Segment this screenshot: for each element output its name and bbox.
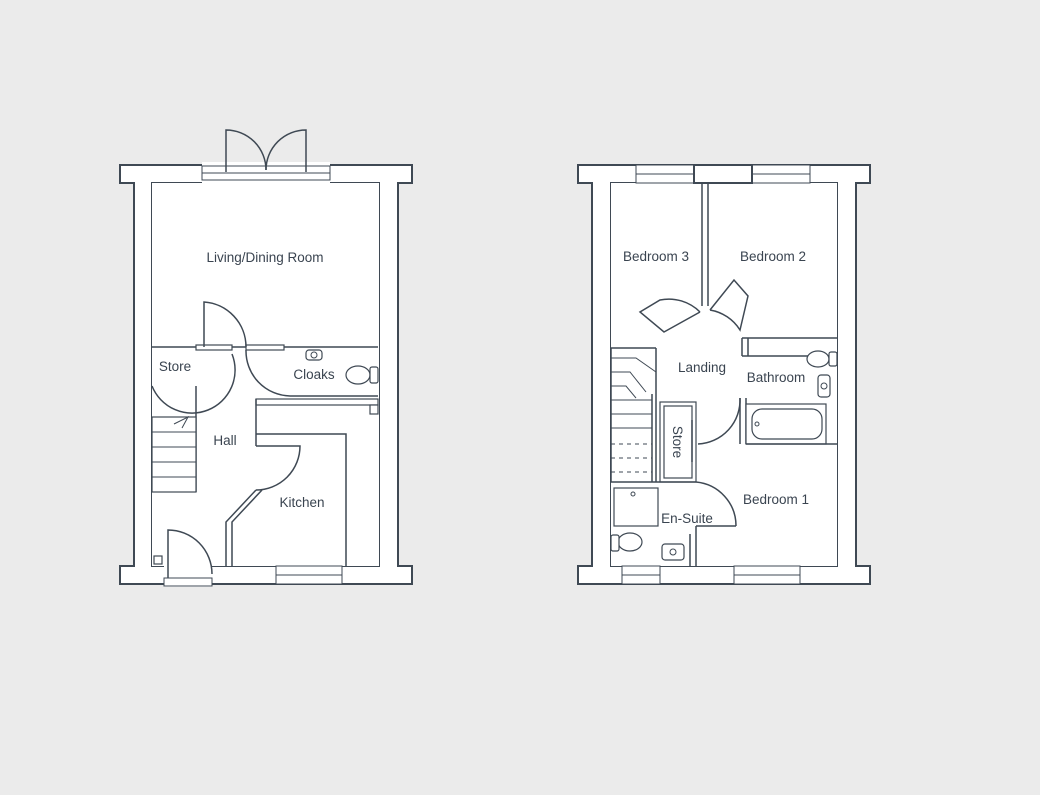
first-floor-plan: Bedroom 3 Bedroom 2 Landing Bathroom Sto…: [577, 164, 871, 585]
bathroom-basin: [817, 374, 831, 398]
bedroom3-door-swing: [638, 298, 701, 333]
hall-label: Hall: [213, 433, 236, 448]
french-door-left-leaf: [225, 129, 267, 172]
landing-label: Landing: [678, 360, 726, 375]
cloaks-basin: [305, 349, 323, 361]
front-door-swing: [167, 529, 213, 578]
bedroom1-label: Bedroom 1: [743, 492, 809, 507]
kitchen-label: Kitchen: [279, 495, 324, 510]
bedroom3-label: Bedroom 3: [623, 249, 689, 264]
ensuite-basin: [661, 543, 685, 561]
ground-floor-stairs: [151, 415, 197, 493]
ground-floor-plan: Living/Dining Room Store Cloaks Hall Kit…: [119, 129, 413, 587]
bathroom-label: Bathroom: [747, 370, 806, 385]
ensuite-toilet: [617, 532, 643, 552]
ground-floor-interior: [152, 183, 379, 566]
bathroom-toilet: [806, 350, 830, 368]
living-dining-label: Living/Dining Room: [206, 250, 323, 265]
ensuite-label: En-Suite: [661, 511, 713, 526]
cloaks-door-swing: [245, 349, 291, 397]
store-label: Store: [159, 359, 191, 374]
french-door-right-leaf: [265, 129, 307, 172]
first-floor-stairs: [610, 348, 657, 482]
bedroom2-label: Bedroom 2: [740, 249, 806, 264]
cloaks-label: Cloaks: [293, 367, 335, 382]
cloaks-toilet: [345, 365, 371, 385]
first-floor-store-label: Store: [670, 426, 685, 458]
shower-tray: [613, 487, 659, 527]
bedroom2-door-swing: [709, 278, 749, 332]
kitchen-door-swing: [255, 445, 301, 491]
store-door-swing: [203, 301, 247, 348]
